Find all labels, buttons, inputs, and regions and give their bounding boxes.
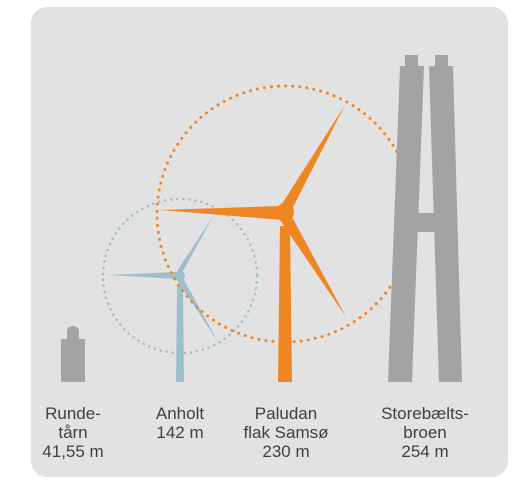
- paludan-label: Paludan flak Samsø 230 m: [231, 404, 341, 461]
- paludan-name-line-1: Paludan: [254, 404, 318, 423]
- rundetaarn-height: 41,55 m: [42, 442, 104, 461]
- paludan-turbine-icon: [155, 84, 415, 382]
- anholt-label: Anholt 142 m: [139, 404, 221, 442]
- anholt-name: Anholt: [155, 404, 205, 423]
- storebaelt-name-line-2: broen: [403, 423, 447, 442]
- rundetaarn-tower-icon: [61, 326, 85, 382]
- rundetaarn-name-line-2: tårn: [58, 423, 88, 442]
- paludan-height: 230 m: [262, 442, 310, 461]
- storebaelt-pylon-icon: [388, 55, 462, 382]
- rundetaarn-name-line-1: Runde-: [45, 404, 101, 423]
- storebaelt-name-line-1: Storebælts-: [381, 404, 469, 423]
- anholt-turbine-icon: [101, 197, 259, 382]
- anholt-height: 142 m: [156, 423, 204, 442]
- storebaelt-label: Storebælts- broen 254 m: [363, 404, 487, 461]
- storebaelt-height: 254 m: [401, 442, 449, 461]
- comparison-panel: [31, 7, 508, 477]
- rundetaarn-label: Runde- tårn 41,55 m: [40, 404, 106, 461]
- paludan-name-line-2: flak Samsø: [243, 423, 329, 442]
